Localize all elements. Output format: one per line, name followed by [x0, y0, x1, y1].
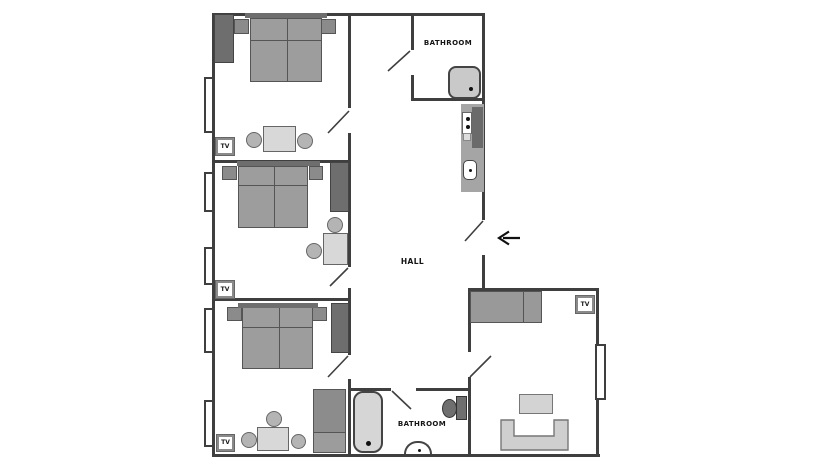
wall-bathroom-top-left-b — [411, 75, 414, 100]
bed-fold-line — [243, 327, 312, 328]
double-bed — [238, 166, 308, 228]
toilet-tank — [456, 396, 467, 420]
bathroom-sink — [404, 441, 432, 454]
wall-living-left-b — [468, 377, 471, 457]
stove-panel — [463, 133, 471, 141]
bathroom-bottom-label: BATHROOM — [397, 420, 447, 428]
window — [204, 400, 214, 447]
wardrobe — [330, 162, 349, 212]
stove-burner — [466, 125, 470, 129]
nightstand — [321, 19, 336, 34]
nightstand — [234, 19, 249, 34]
headboard — [237, 161, 320, 166]
bathtub-drain — [366, 441, 371, 446]
bedroom2-door-swing — [329, 267, 349, 287]
chair — [266, 411, 282, 427]
toilet-bowl — [442, 399, 457, 418]
bed-center-line — [274, 167, 275, 227]
bed-fold-line — [239, 185, 307, 186]
tall-cabinet-top — [313, 389, 346, 433]
headboard — [245, 13, 327, 18]
window — [595, 344, 606, 400]
living-room-door-swing — [469, 355, 492, 378]
wall-hall-right-b — [482, 255, 485, 290]
tv-label: TV — [220, 285, 230, 293]
nightstand — [227, 307, 242, 321]
tv-box: TV — [215, 137, 235, 156]
dining-table — [323, 233, 348, 265]
headboard — [238, 303, 318, 308]
double-bed — [250, 18, 322, 82]
tv-label: TV — [220, 142, 230, 150]
stove-burner — [466, 117, 470, 121]
bedroom1-door-swing — [327, 110, 350, 134]
wall-bathroom-bottom-top-a — [350, 388, 391, 391]
chair — [306, 243, 322, 259]
bed-center-line — [287, 19, 288, 81]
entrance-door-swing — [464, 220, 484, 242]
wall-bedrooms-right-b — [348, 133, 351, 267]
sink-drain — [469, 169, 472, 172]
wall-living-top — [468, 288, 599, 291]
wall-left — [212, 13, 215, 457]
chair — [297, 133, 313, 149]
stove — [462, 112, 472, 134]
wall-bedrooms-right-c — [348, 288, 351, 355]
chair — [246, 132, 262, 148]
bedroom3-door-swing — [327, 355, 349, 378]
tall-cabinet-bottom — [313, 432, 346, 453]
daybed-sofa — [470, 291, 542, 323]
corner-sofa — [500, 419, 569, 451]
wall-bathroom-bottom-top-b — [416, 388, 468, 391]
nightstand — [312, 307, 327, 321]
chair — [241, 432, 257, 448]
entrance-arrow-head — [496, 230, 510, 246]
tv-label: TV — [221, 439, 230, 446]
bathtub — [353, 391, 383, 453]
bed-center-line — [279, 308, 280, 368]
nightstand — [222, 166, 237, 180]
wall-bedrooms-right-a — [348, 13, 351, 108]
nightstand — [309, 166, 323, 180]
hall-label: HALL — [400, 257, 425, 266]
wall-living-left-a — [468, 288, 471, 352]
window — [204, 247, 214, 285]
bed-fold-line — [251, 40, 321, 41]
entrance-arrow — [496, 230, 520, 246]
wall-bottom — [212, 454, 600, 457]
double-bed — [242, 307, 313, 369]
wardrobe — [214, 14, 234, 63]
chair — [291, 434, 306, 449]
bathroom-top-label: BATHROOM — [423, 39, 473, 47]
window — [204, 308, 214, 353]
shower-drain — [469, 87, 473, 91]
sink-drain — [418, 449, 421, 452]
coffee-table — [519, 394, 553, 414]
tv-label: TV — [580, 300, 590, 308]
dining-table — [257, 427, 289, 451]
window — [204, 172, 214, 212]
tv-box: TV — [215, 280, 235, 299]
wall-bathroom-top-bottom — [411, 98, 485, 101]
wardrobe — [331, 303, 349, 353]
chair — [327, 217, 343, 233]
wall-bathroom-top-left-a — [411, 13, 414, 50]
wall-bedroom2-3-divider — [212, 298, 351, 301]
kitchen-sink — [463, 160, 477, 180]
daybed-divider — [523, 292, 524, 322]
window — [204, 77, 214, 133]
wall-bedrooms-right-d — [348, 379, 351, 457]
shower — [448, 66, 481, 99]
dining-table — [263, 126, 296, 152]
tv-box: TV — [216, 434, 235, 452]
tv-box: TV — [575, 295, 595, 314]
bathroom-top-door-swing — [387, 50, 411, 72]
bathroom-bottom-door-swing — [391, 390, 412, 410]
kitchen-counter — [472, 107, 483, 148]
